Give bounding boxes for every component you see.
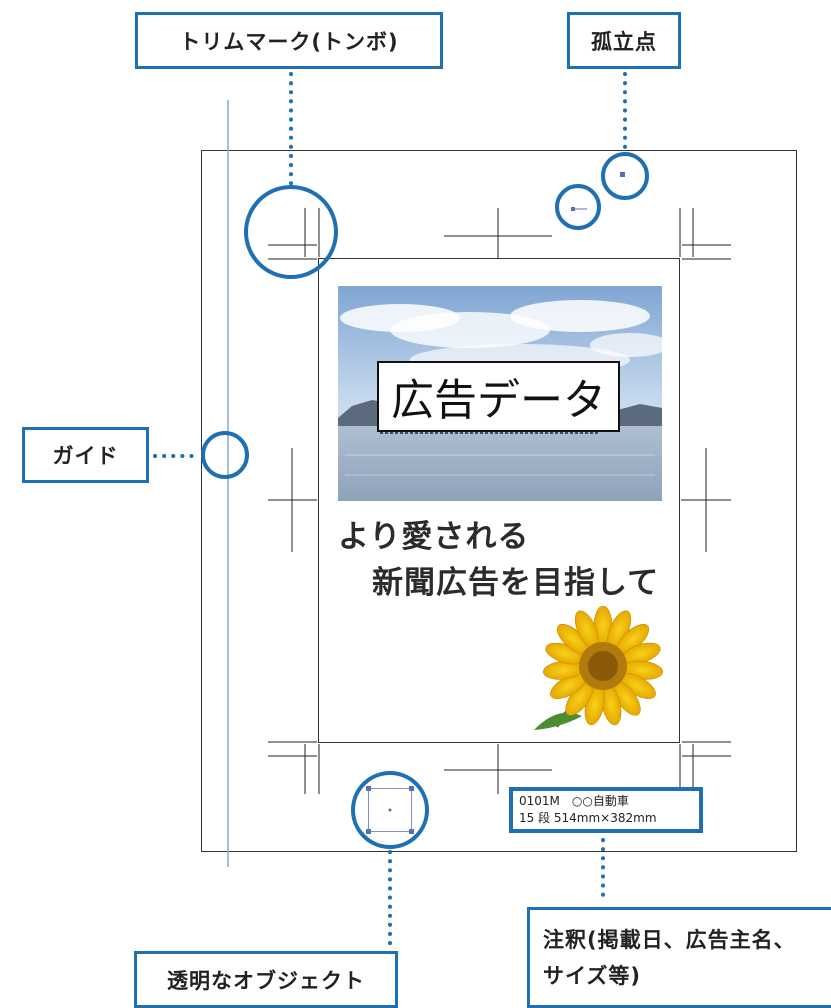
isolated-point-label: 孤立点 [567,12,681,69]
ad-copy-line2: 新聞広告を目指して [372,565,660,601]
ad-title-text: 広告データ [391,375,606,426]
annotation-note-box: 0101M ○○自動車 15 段 514mm×382mm [509,787,703,833]
transparent-object-label-text: 透明なオブジェクト [167,968,365,993]
annotation-label-line2: サイズ等) [543,963,641,988]
trim-area [318,258,680,743]
transparent-object [366,786,414,834]
guide-label-text: ガイド [52,444,119,468]
ad-copy-line1: より愛される [338,519,530,555]
isolated-point-lower [571,207,587,211]
note-line1: 0101M ○○自動車 [519,794,629,808]
note-line2: 15 段 514mm×382mm [519,811,657,825]
guide-label: ガイド [22,427,149,483]
annotation-label: 注釈(掲載日、広告主名、 サイズ等) [527,907,831,1008]
isolated-point-label-text: 孤立点 [591,29,657,54]
annotation-label-line1: 注釈(掲載日、広告主名、 [543,927,796,952]
transparent-object-highlight-circle [351,771,429,849]
trim-mark-label: トリムマーク(トンボ) [135,12,443,69]
sunflower-image [534,605,663,730]
trim-mark-highlight-circle [244,185,338,279]
isolated-point-highlight-circle-lower [555,184,601,230]
artboard-outline [201,150,797,852]
corner-trim-marks [268,208,731,794]
isolated-point-upper [620,172,625,177]
isolated-point-highlight-circle-upper [601,152,649,200]
center-trim-marks [268,208,731,794]
transparent-object-label: 透明なオブジェクト [134,951,398,1008]
guide-highlight-circle [201,431,249,479]
ad-title-box: 広告データ [377,361,620,432]
trim-mark-label-text: トリムマーク(トンボ) [179,29,399,54]
